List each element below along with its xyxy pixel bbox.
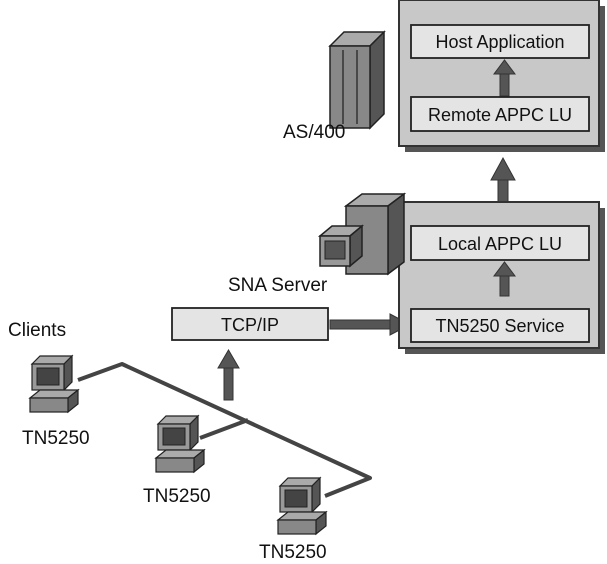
desktop-computer-icon (154, 414, 206, 474)
local-appc-lu-label: Local APPC LU (438, 234, 562, 254)
local-appc-lu-box: Local APPC LU (410, 225, 590, 261)
client2-drop-line (199, 418, 249, 440)
server-computer-icon (317, 192, 407, 276)
tcpip-box: TCP/IP (171, 307, 329, 341)
sna-server-label: SNA Server (228, 275, 328, 296)
desktop-computer-icon (276, 476, 328, 536)
tn5250-service-box: TN5250 Service (410, 308, 590, 343)
as400-label: AS/400 (283, 122, 345, 143)
desktop-computer-icon (28, 354, 80, 414)
client2-label: TN5250 (143, 486, 211, 507)
arrow-remote-to-host (493, 59, 516, 97)
arrow-service-to-local (493, 261, 516, 297)
clients-label: Clients (8, 320, 66, 341)
remote-appc-lu-box: Remote APPC LU (410, 96, 590, 132)
arrow-network-to-tcpip (217, 349, 240, 401)
tn5250-service-label: TN5250 Service (435, 316, 564, 336)
client3-label: TN5250 (259, 542, 327, 563)
host-application-label: Host Application (435, 32, 564, 52)
remote-appc-lu-label: Remote APPC LU (428, 105, 572, 125)
tcpip-label: TCP/IP (221, 315, 279, 335)
client1-label: TN5250 (22, 428, 90, 449)
host-application-box: Host Application (410, 24, 590, 59)
server-tower-icon (328, 30, 386, 130)
